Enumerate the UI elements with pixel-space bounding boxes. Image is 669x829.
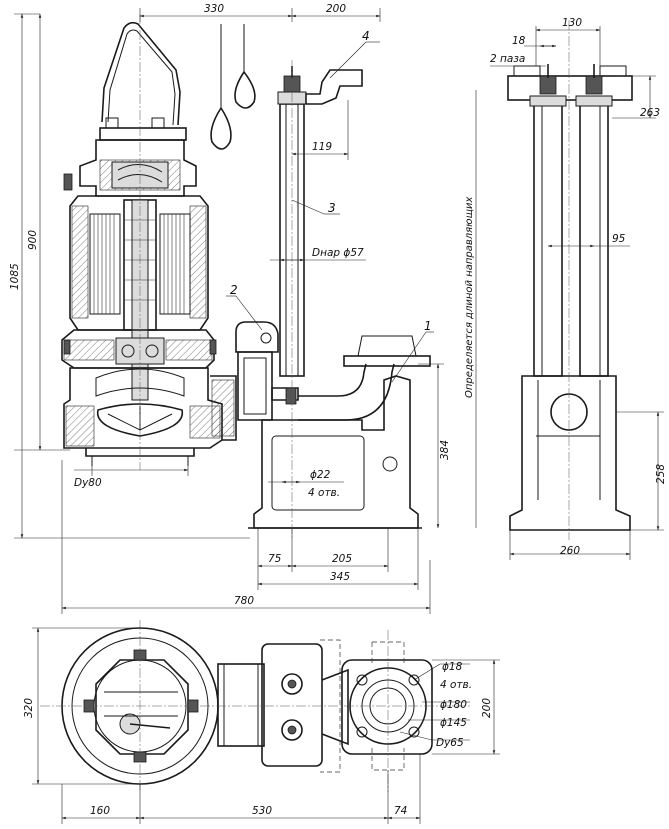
guide-length-note: Определяется длиной направляющих <box>464 196 475 398</box>
flange-hole-dia: ϕ18 <box>442 661 463 673</box>
dim-dy80: Dy80 <box>74 477 102 489</box>
callout-2: 2 <box>230 283 238 297</box>
pump-front-view <box>61 14 256 470</box>
dim-780: 780 <box>234 595 254 607</box>
guide-side-view <box>507 20 633 540</box>
guide-and-base-front <box>235 60 431 540</box>
dimension-lines <box>14 8 664 824</box>
dimension-labels: 330 200 900 1085 119 Dнар ϕ57 Dy80 ϕ22 4… <box>9 3 667 817</box>
dim-200-plan: 200 <box>481 698 493 718</box>
dim-200-top: 200 <box>326 3 346 15</box>
dim-260: 260 <box>560 545 580 557</box>
callout-numbers: 1 2 3 4 <box>230 29 432 333</box>
dim-pipe-dia: Dнар ϕ57 <box>312 247 364 259</box>
callout-3: 3 <box>328 201 336 215</box>
flange-d180: ϕ180 <box>440 699 467 711</box>
flange-dy65: Dy65 <box>436 737 464 749</box>
dim-hole-count: 4 отв. <box>308 487 340 499</box>
dim-330: 330 <box>204 3 224 15</box>
dim-384: 384 <box>439 440 451 460</box>
dim-345: 345 <box>330 571 350 583</box>
callout-4: 4 <box>362 29 370 43</box>
dim-2-grooves: 2 паза <box>490 53 525 65</box>
dim-530: 530 <box>252 805 272 817</box>
dim-160: 160 <box>90 805 110 817</box>
dim-74: 74 <box>394 805 407 817</box>
dim-95: 95 <box>612 233 626 245</box>
dim-119: 119 <box>312 141 332 153</box>
flange-hole-count: 4 отв. <box>440 679 472 691</box>
dim-hole-dia: ϕ22 <box>310 469 331 481</box>
dim-320: 320 <box>23 698 35 718</box>
dim-263: 263 <box>640 107 660 119</box>
dim-130: 130 <box>562 17 582 29</box>
dim-1085: 1085 <box>9 263 21 290</box>
plan-view <box>40 620 470 792</box>
dim-900: 900 <box>27 230 39 250</box>
dim-205: 205 <box>332 553 352 565</box>
dim-18: 18 <box>512 35 526 47</box>
flange-d145: ϕ145 <box>440 717 467 729</box>
stator <box>89 213 191 315</box>
callout-1: 1 <box>424 319 432 333</box>
dim-75: 75 <box>268 553 282 565</box>
dim-258: 258 <box>655 464 667 484</box>
